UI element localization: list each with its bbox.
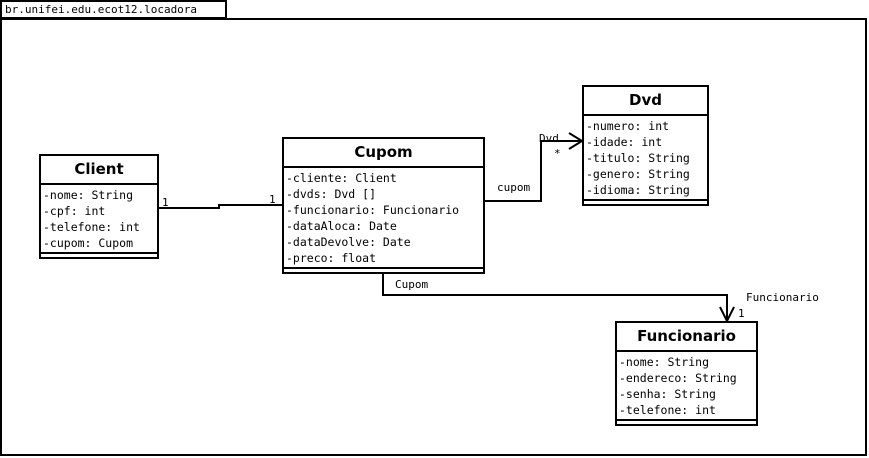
package-name: br.unifei.edu.ecot12.locadora <box>5 3 198 16</box>
class-funcionario-name: Funcionario <box>617 323 756 352</box>
funcionario-role-label: Funcionario <box>746 291 819 304</box>
class-cupom-name: Cupom <box>284 139 483 168</box>
attribute-numero: -numero: int <box>586 119 670 133</box>
attribute-preco: -preco: float <box>286 251 377 265</box>
attribute-senha: -senha: String <box>619 387 716 401</box>
attribute-titulo: -titulo: String <box>586 151 690 165</box>
dvd-multiplicity-label: * <box>554 147 561 160</box>
cupom-source-role-label: Cupom <box>395 278 429 291</box>
attribute-funcionario: -funcionario: Funcionario <box>286 203 460 217</box>
attribute-telefone: -telefone: int <box>43 220 140 234</box>
association-cupom-dvd-line <box>485 140 582 202</box>
association-cupom-funcionario-line <box>382 274 728 321</box>
attribute-data-devolve: -dataDevolve: Date <box>286 235 411 249</box>
attribute-cliente: -cliente: Client <box>286 171 397 185</box>
cupom-multiplicity-label: 1 <box>269 193 276 206</box>
class-dvd-name: Dvd <box>584 87 707 116</box>
attribute-nome: -nome: String <box>619 355 710 369</box>
cupom-role-label: cupom <box>497 181 531 194</box>
class-cupom[interactable]: Cupom -cliente: Client -dvds: Dvd [] -fu… <box>282 137 485 274</box>
attribute-idade: -idade: int <box>586 135 663 149</box>
attribute-nome: -nome: String <box>43 188 134 202</box>
class-client-name: Client <box>41 156 157 185</box>
class-funcionario-attributes: -nome: String -endereco: String -senha: … <box>617 352 756 421</box>
association-client-cupom-line <box>159 204 282 209</box>
funcionario-multiplicity-label: 1 <box>738 307 745 320</box>
class-funcionario[interactable]: Funcionario -nome: String -endereco: Str… <box>615 321 758 426</box>
class-cupom-attributes: -cliente: Client -dvds: Dvd [] -funciona… <box>284 168 483 269</box>
attribute-endereco: -endereco: String <box>619 371 737 385</box>
class-client[interactable]: Client -nome: String -cpf: int -telefone… <box>39 154 159 259</box>
attribute-data-aloca: -dataAloca: Date <box>286 219 397 233</box>
client-multiplicity-label: 1 <box>162 196 169 209</box>
class-dvd[interactable]: Dvd -numero: int -idade: int -titulo: St… <box>582 85 709 206</box>
class-client-attributes: -nome: String -cpf: int -telefone: int -… <box>41 185 157 254</box>
attribute-cpf: -cpf: int <box>43 204 106 218</box>
attribute-cupom: -cupom: Cupom <box>43 236 134 250</box>
dvd-role-label: Dvd <box>539 132 559 145</box>
attribute-telefone: -telefone: int <box>619 403 716 417</box>
attribute-idioma: -idioma: String <box>586 183 690 197</box>
class-dvd-attributes: -numero: int -idade: int -titulo: String… <box>584 116 707 201</box>
attribute-genero: -genero: String <box>586 167 690 181</box>
attribute-dvds: -dvds: Dvd [] <box>286 187 377 201</box>
